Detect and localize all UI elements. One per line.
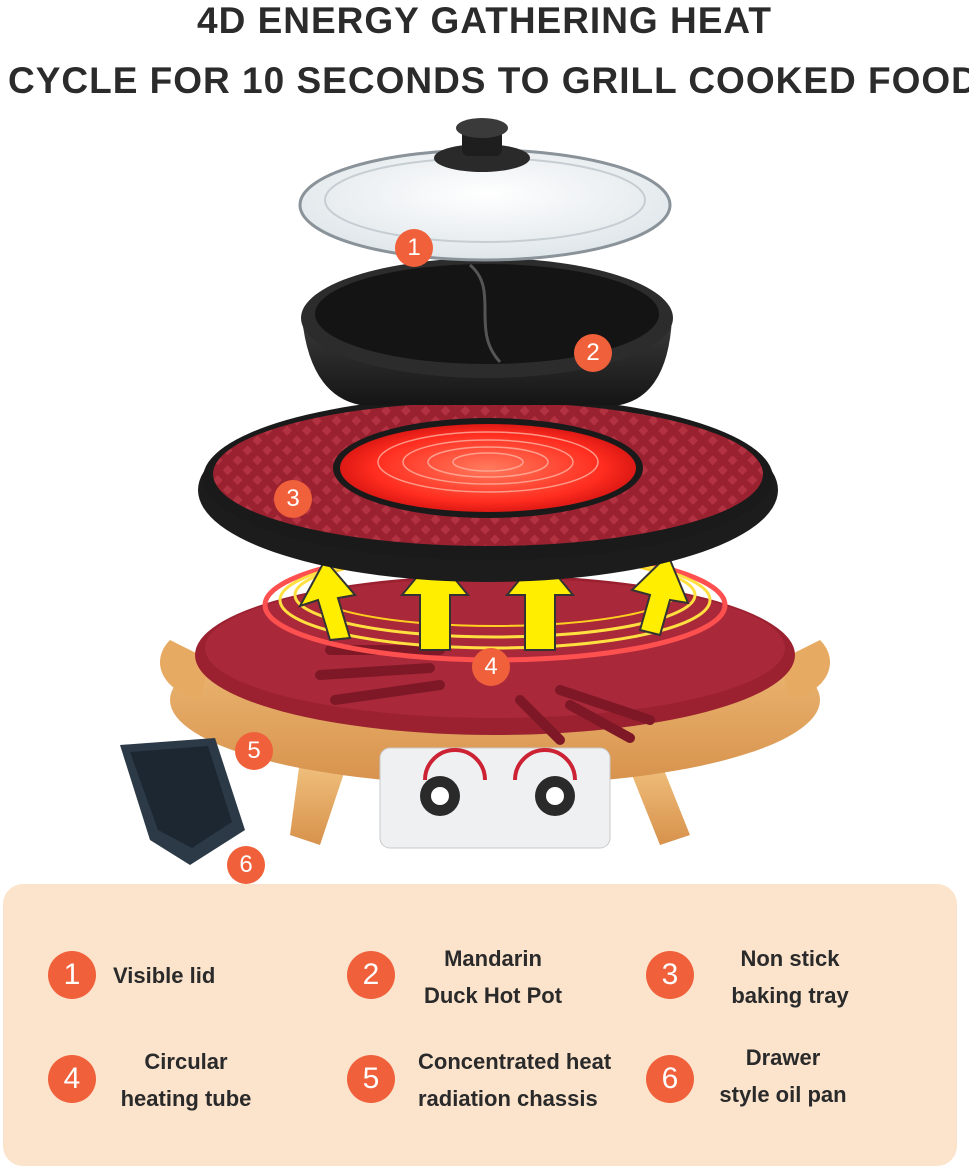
headline-line-2: CYCLE FOR 10 SECONDS TO GRILL COOKED FOO… bbox=[8, 60, 969, 101]
legend-label-6-line-2: style oil pan bbox=[719, 1082, 847, 1107]
legend-label-3-line-1: Non stick bbox=[740, 946, 840, 971]
part-marker-5: 5 bbox=[235, 732, 273, 770]
legend-label-3: Non stick baking tray bbox=[715, 940, 865, 1014]
legend-label-3-line-2: baking tray bbox=[731, 983, 849, 1008]
parts-legend: 1 Visible lid 2 Mandarin Duck Hot Pot 3 … bbox=[3, 884, 957, 1166]
baking-tray bbox=[198, 396, 778, 582]
drawer-oil-pan bbox=[120, 738, 245, 865]
legend-label-4-line-1: Circular bbox=[144, 1049, 228, 1074]
legend-label-1-line-1: Visible lid bbox=[113, 963, 216, 988]
legend-label-1: Visible lid bbox=[113, 957, 215, 994]
legend-label-6-line-1: Drawer bbox=[745, 1045, 821, 1070]
glass-lid bbox=[298, 118, 672, 262]
chassis bbox=[160, 575, 830, 849]
legend-number-3: 3 bbox=[646, 951, 694, 999]
legend-number-2: 2 bbox=[347, 951, 395, 999]
part-marker-4: 4 bbox=[472, 648, 510, 686]
part-marker-2: 2 bbox=[574, 334, 612, 372]
product-illustration bbox=[120, 118, 830, 865]
legend-label-5-line-2: radiation chassis bbox=[418, 1086, 598, 1111]
headline-line-1: 4D ENERGY GATHERING HEAT bbox=[197, 0, 772, 41]
part-marker-3: 3 bbox=[274, 480, 312, 518]
part-marker-1: 1 bbox=[395, 229, 433, 267]
legend-label-2: Mandarin Duck Hot Pot bbox=[413, 940, 573, 1014]
part-marker-6: 6 bbox=[227, 846, 265, 884]
legend-label-4-line-2: heating tube bbox=[120, 1086, 252, 1111]
legend-number-6: 6 bbox=[646, 1055, 694, 1103]
legend-label-4: Circular heating tube bbox=[111, 1043, 261, 1117]
legend-label-2-line-2: Duck Hot Pot bbox=[423, 983, 563, 1008]
legend-label-6: Drawer style oil pan bbox=[708, 1039, 858, 1113]
legend-number-1: 1 bbox=[48, 951, 96, 999]
hot-pot bbox=[301, 258, 673, 405]
legend-number-5: 5 bbox=[347, 1055, 395, 1103]
legend-label-5-line-1: Concentrated heat bbox=[418, 1049, 612, 1074]
legend-label-5: Concentrated heat radiation chassis bbox=[418, 1043, 611, 1117]
legend-label-2-line-1: Mandarin bbox=[444, 946, 542, 971]
legend-number-4: 4 bbox=[48, 1055, 96, 1103]
